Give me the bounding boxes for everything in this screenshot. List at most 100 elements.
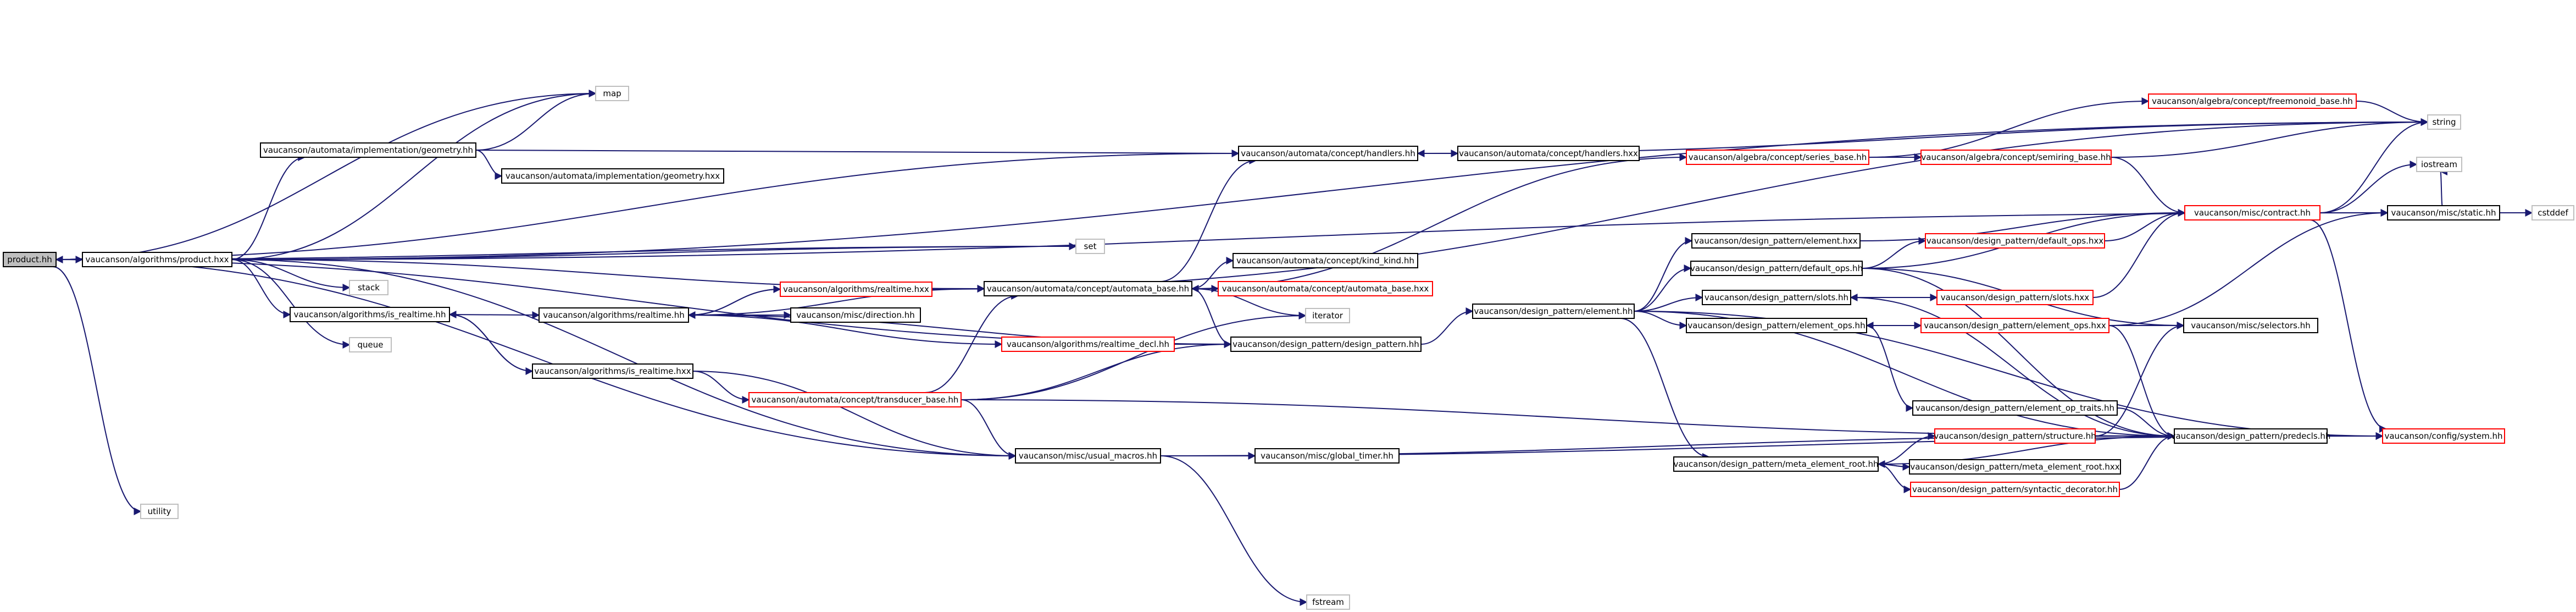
node-queue[interactable]: queue <box>349 337 392 352</box>
edge-meta-element-root-hh-to-structure-hh <box>1878 432 1936 465</box>
node-kind-hh[interactable]: vaucanson/automata/concept/kind_kind.hh <box>1233 253 1418 268</box>
node-slots-hh[interactable]: vaucanson/design_pattern/slots.hh <box>1702 290 1851 305</box>
edge-product-hh-to-usual-macros-hh <box>55 259 1017 460</box>
node-meta-element-root-hh[interactable]: vaucanson/design_pattern/meta_element_ro… <box>1673 456 1879 472</box>
node-label: product.hh <box>7 255 52 264</box>
node-string[interactable]: string <box>2427 114 2461 130</box>
node-geometry-hh[interactable]: vaucanson/automata/implementation/geomet… <box>260 142 476 158</box>
edge-product-hxx-to-geometry-hh <box>231 153 306 260</box>
edge-product-hxx-to-usual-macros-hh <box>231 259 1017 460</box>
node-label: vaucanson/design_pattern/design_pattern.… <box>1233 339 1419 350</box>
node-label: vaucanson/automata/concept/automata_base… <box>1222 284 1429 294</box>
edge-meta-element-root-hh-to-syntactic-decorator-hh <box>1878 464 1912 493</box>
edge-transducer-base-hh-to-design-pattern-hh <box>961 340 1232 400</box>
node-realtime-hh[interactable]: vaucanson/algorithms/realtime.hh <box>538 307 689 323</box>
node-usual-macros-hh[interactable]: vaucanson/misc/usual_macros.hh <box>1015 448 1161 464</box>
node-label: vaucanson/automata/concept/automata_base… <box>987 284 1189 294</box>
node-element-ops-hh[interactable]: vaucanson/design_pattern/element_ops.hh <box>1686 318 1867 333</box>
node-map[interactable]: map <box>595 86 629 101</box>
node-label: vaucanson/design_pattern/meta_element_ro… <box>1910 462 2119 472</box>
node-label: iostream <box>2421 159 2457 169</box>
edge-geometry-hh-to-geometry-hxx <box>475 150 503 180</box>
node-utility[interactable]: utility <box>140 504 179 519</box>
node-label: vaucanson/misc/usual_macros.hh <box>1019 451 1157 461</box>
edge-semiring-base-hh-to-string <box>2111 118 2429 158</box>
node-handlers-hh[interactable]: vaucanson/automata/concept/handlers.hh <box>1238 146 1418 161</box>
node-structure-hh[interactable]: vaucanson/design_pattern/structure.hh <box>1934 428 2096 444</box>
node-handlers-hxx[interactable]: vaucanson/automata/concept/handlers.hxx <box>1457 146 1640 161</box>
edge-product-hh-to-map <box>55 90 597 260</box>
node-label: vaucanson/algebra/concept/series_base.hh <box>1689 152 1867 163</box>
node-label: vaucanson/algebra/concept/semiring_base.… <box>1921 152 2111 163</box>
edge-realtime-hh-to-automata-base-hh <box>688 285 985 316</box>
node-label: queue <box>358 340 384 350</box>
node-cstddef[interactable]: cstddef <box>2531 205 2574 220</box>
node-selectors-hh[interactable]: vaucanson/misc/selectors.hh <box>2183 318 2318 333</box>
node-label: vaucanson/algorithms/realtime.hh <box>543 310 684 320</box>
node-design-pattern-hh[interactable]: vaucanson/design_pattern/design_pattern.… <box>1230 337 1422 352</box>
node-predecls-hh[interactable]: vaucanson/design_pattern/predecls.hh <box>2171 428 2331 444</box>
edge-product-hh-to-utility <box>52 266 142 515</box>
edge-default-ops-hh-to-predecls-hh <box>1862 268 2175 440</box>
node-automata-base-hh[interactable]: vaucanson/automata/concept/automata_base… <box>984 281 1192 296</box>
edge-product-hxx-to-string <box>231 118 2429 260</box>
node-stack[interactable]: stack <box>349 280 388 295</box>
edge-element-ops-hxx-to-predecls-hh <box>2108 325 2175 440</box>
node-element-ops-hxx[interactable]: vaucanson/design_pattern/element_ops.hxx <box>1920 318 2109 333</box>
node-label: vaucanson/design_pattern/structure.hh <box>1934 431 2096 442</box>
node-is-realtime-hxx[interactable]: vaucanson/algorithms/is_realtime.hxx <box>532 363 693 379</box>
edge-product-hh-to-handlers-hh <box>55 150 1240 260</box>
node-product-hxx[interactable]: vaucanson/algorithms/product.hxx <box>82 252 232 267</box>
node-label: vaucanson/misc/global_timer.hh <box>1261 451 1394 461</box>
edge-contract-hh-to-iostream <box>2319 161 2418 213</box>
node-element-hxx[interactable]: vaucanson/design_pattern/element.hxx <box>1691 233 1861 249</box>
node-iterator[interactable]: iterator <box>1305 308 1350 323</box>
node-iostream[interactable]: iostream <box>2416 157 2462 172</box>
edge-automata-base-hh-to-series-base-hh <box>1191 153 1687 289</box>
node-static-hh[interactable]: vaucanson/misc/static.hh <box>2387 205 2500 220</box>
edge-syntactic-decorator-hh-to-predecls-hh <box>2119 432 2175 490</box>
node-system-hh[interactable]: vaucanson/config/system.hh <box>2382 428 2505 444</box>
edge-contract-hh-to-string <box>2319 118 2429 213</box>
edge-geometry-hh-to-map <box>475 90 597 151</box>
node-realtime-hxx[interactable]: vaucanson/algorithms/realtime.hxx <box>780 282 932 297</box>
node-meta-element-root-hxx[interactable]: vaucanson/design_pattern/meta_element_ro… <box>1909 459 2121 475</box>
node-fstream[interactable]: fstream <box>1306 594 1350 610</box>
node-label: vaucanson/design_pattern/element_op_trai… <box>1916 403 2114 413</box>
node-element-op-traits-hh[interactable]: vaucanson/design_pattern/element_op_trai… <box>1912 400 2118 416</box>
node-label: string <box>2432 117 2456 127</box>
edge-element-hh-to-element-hxx <box>1634 237 1693 312</box>
node-global-timer-hh[interactable]: vaucanson/misc/global_timer.hh <box>1254 448 1400 464</box>
edge-default-ops-hxx-to-contract-hh <box>2104 209 2186 241</box>
edge-element-ops-hxx-to-static-hh <box>2108 209 2389 326</box>
node-geometry-hxx[interactable]: vaucanson/automata/implementation/geomet… <box>501 168 724 184</box>
node-label: vaucanson/automata/implementation/geomet… <box>506 171 720 181</box>
node-element-hh[interactable]: vaucanson/design_pattern/element.hh <box>1472 304 1635 319</box>
node-automata-base-hxx[interactable]: vaucanson/automata/concept/automata_base… <box>1218 281 1433 296</box>
node-set[interactable]: set <box>1075 239 1105 254</box>
edge-automata-base-hh-to-iterator <box>1191 288 1307 319</box>
node-transducer-base-hh[interactable]: vaucanson/automata/concept/transducer_ba… <box>748 392 962 407</box>
node-label: vaucanson/design_pattern/element_ops.hxx <box>1924 321 2106 331</box>
node-series-base-hh[interactable]: vaucanson/algebra/concept/series_base.hh <box>1686 150 1869 165</box>
edges <box>52 90 2533 606</box>
edge-product-hxx-to-is-realtime-hh <box>231 259 291 318</box>
edge-freemonoid-base-hh-to-string <box>2356 101 2429 126</box>
node-semiring-base-hh[interactable]: vaucanson/algebra/concept/semiring_base.… <box>1920 150 2112 165</box>
node-label: vaucanson/automata/implementation/geomet… <box>263 145 473 155</box>
node-default-ops-hxx[interactable]: vaucanson/design_pattern/default_ops.hxx <box>1925 233 2105 249</box>
node-label: vaucanson/config/system.hh <box>2384 431 2502 441</box>
node-contract-hh[interactable]: vaucanson/misc/contract.hh <box>2184 205 2320 220</box>
node-is-realtime-hh[interactable]: vaucanson/algorithms/is_realtime.hh <box>290 307 450 322</box>
node-default-ops-hh[interactable]: vaucanson/design_pattern/default_ops.hh <box>1690 261 1863 276</box>
node-syntactic-decorator-hh[interactable]: vaucanson/design_pattern/syntactic_decor… <box>1910 482 2120 497</box>
node-slots-hxx[interactable]: vaucanson/design_pattern/slots.hxx <box>1936 290 2094 305</box>
edge-realtime-hh-to-realtime-decl-hh <box>688 315 1003 348</box>
node-product-hh[interactable]: product.hh <box>3 252 57 267</box>
edge-automata-base-hh-to-handlers-hh <box>1160 157 1257 282</box>
node-label: vaucanson/algorithms/is_realtime.hh <box>294 310 446 320</box>
edge-element-hh-to-default-ops-hh <box>1634 264 1692 312</box>
node-direction-hh[interactable]: vaucanson/misc/direction.hh <box>790 307 921 323</box>
node-realtime-decl-hh[interactable]: vaucanson/algorithms/realtime_decl.hh <box>1001 337 1175 352</box>
node-freemonoid-base-hh[interactable]: vaucanson/algebra/concept/freemonoid_bas… <box>2148 93 2357 109</box>
